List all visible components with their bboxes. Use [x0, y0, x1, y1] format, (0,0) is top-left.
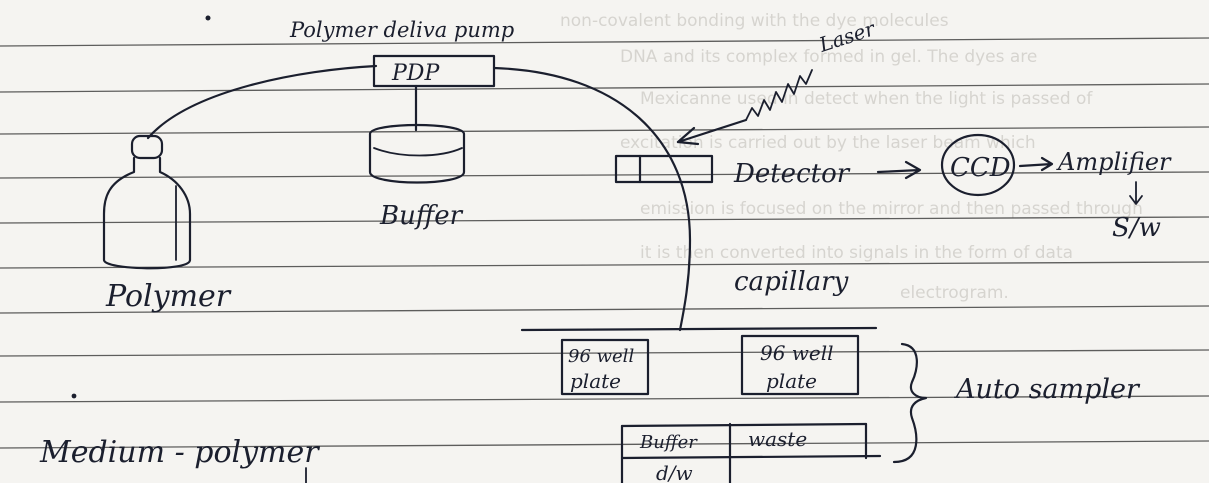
software-label: S/w [1112, 213, 1161, 243]
autosampler-stage [520, 326, 878, 332]
plate-right-line1: 96 well [760, 341, 834, 365]
ink-dot [71, 393, 77, 399]
plate-right-box [740, 334, 860, 396]
buffer-label: Buffer [379, 201, 464, 231]
plate-left-line1: 96 well [568, 346, 634, 367]
background-text-line: electrogram. [900, 283, 1009, 303]
capillary-label: capillary [734, 267, 849, 297]
background-text-group: non-covalent bonding with the dye molecu… [560, 11, 1143, 303]
arrow-to-ccd-icon [876, 160, 922, 180]
table-waste-label: waste [748, 427, 807, 451]
pump-caption: Polymer deliva pump [289, 18, 514, 42]
ccd-circle [940, 133, 1016, 197]
laser-beam-zigzag [745, 69, 813, 121]
arrow-to-software-icon [1129, 181, 1143, 205]
arrow-to-amplifier-icon [1018, 156, 1054, 172]
plate-left-line2: plate [570, 369, 621, 393]
background-text-line: Mexicanne used in detect when the light … [640, 89, 1093, 109]
capillary-tube [492, 66, 692, 332]
table-buffer-label: Buffer [639, 432, 698, 453]
buffer-beaker-icon [368, 123, 466, 184]
ruled-lines [0, 37, 1209, 449]
background-text-line: excitation is carried out by the laser b… [620, 133, 1036, 153]
table-dw-label: d/w [656, 461, 693, 483]
buffer-waste-table [620, 422, 882, 483]
laser-beam-arrow [676, 118, 748, 144]
polymer-bottle-icon [102, 134, 192, 270]
ink-dot [205, 15, 211, 21]
medium-note: Medium - polymer [39, 435, 320, 470]
detector-label: Detector [733, 159, 851, 189]
background-text-line: non-covalent bonding with the dye molecu… [560, 11, 949, 31]
pump-box [372, 54, 496, 88]
amplifier-label: Amplifier [1056, 148, 1172, 176]
background-text-line: DNA and its complex formed in gel. The d… [620, 47, 1037, 67]
pump-to-polymer-tube [146, 64, 378, 140]
polymer-label: Polymer [105, 279, 232, 314]
plate-right-line2: plate [766, 369, 817, 393]
ccd-label: CCD [950, 153, 1011, 183]
detector-box [614, 154, 714, 184]
laser-arrowhead-icon [676, 126, 700, 146]
autosampler-brace [892, 342, 928, 464]
pump-box-label: PDP [391, 61, 440, 86]
background-text-line: emission is focused on the mirror and th… [640, 199, 1143, 219]
autosampler-label: Auto sampler [953, 374, 1141, 405]
background-text-line: it is then converted into signals in the… [640, 243, 1073, 263]
plate-left-box [560, 338, 650, 396]
